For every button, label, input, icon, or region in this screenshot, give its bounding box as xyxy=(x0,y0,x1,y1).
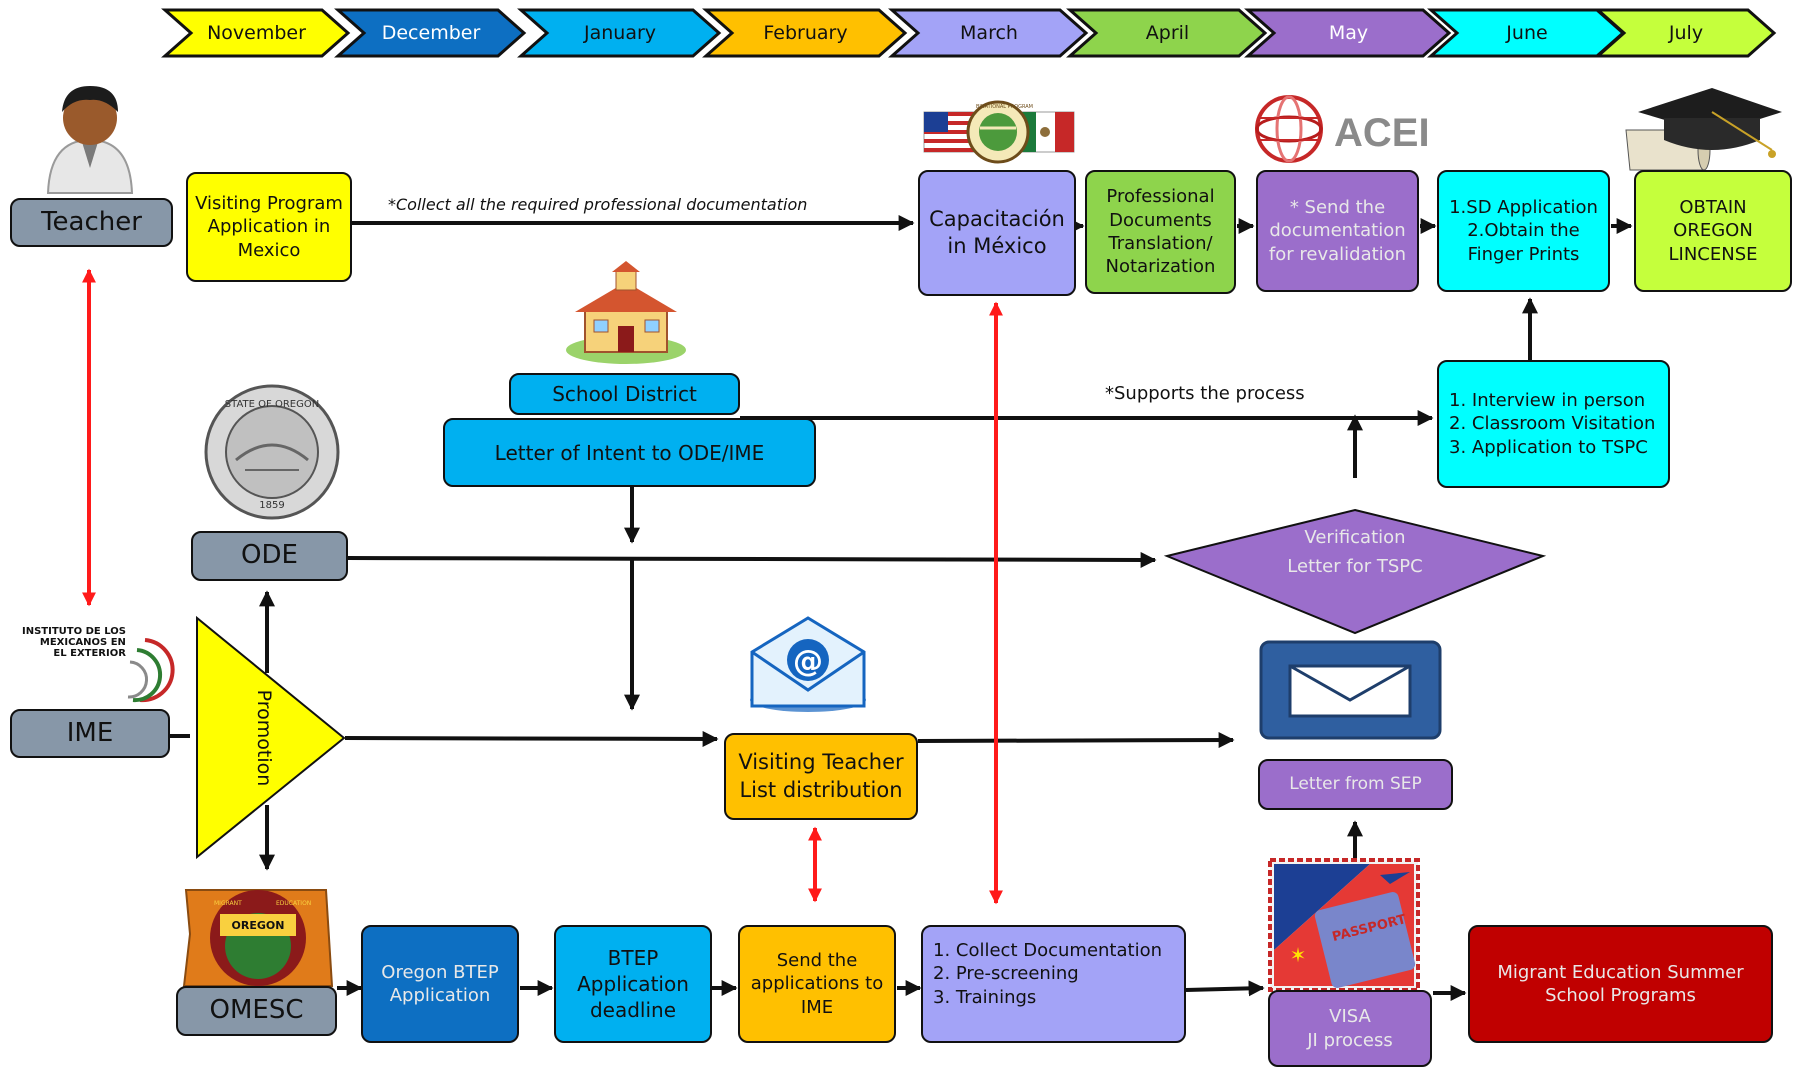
connector-ode-verification xyxy=(347,551,1157,568)
omesc-logo-icon: OREGON MIGRANT EDUCATION xyxy=(182,889,334,987)
ode-seal-text: STATE OF OREGON xyxy=(225,399,319,410)
month-chevron xyxy=(1066,8,1268,58)
ode-seal-icon: STATE OF OREGON 1859 xyxy=(204,384,340,520)
month-july: July xyxy=(1598,10,1774,56)
acei-logo-text: ACEI xyxy=(1334,111,1430,155)
month-april: April xyxy=(1070,10,1265,56)
month-june: June xyxy=(1431,10,1623,56)
person-icon xyxy=(46,86,134,194)
month-chevron xyxy=(1244,8,1452,58)
oregon-btep-node: Oregon BTEP Application xyxy=(361,925,519,1043)
send-applications-node: Send the applications to IME xyxy=(738,925,896,1043)
svg-text:✶: ✶ xyxy=(1290,943,1307,967)
month-november: November xyxy=(165,10,348,56)
ime-logo-icon xyxy=(127,638,175,703)
binational-flags-icon xyxy=(923,100,1075,164)
month-label: July xyxy=(1668,22,1704,44)
schoolhouse-icon xyxy=(566,261,686,364)
promotion-triangle xyxy=(196,615,346,860)
school-district-label: School District xyxy=(509,373,740,415)
month-label: January xyxy=(583,22,657,44)
sd-application-node: 1.SD Application 2.Obtain the Finger Pri… xyxy=(1437,170,1610,292)
btep-deadline-node: BTEP Application deadline xyxy=(554,925,712,1043)
passport-icon: PASSPORT ✶ xyxy=(1268,858,1420,992)
send-documentation-node: * Send the documentation for revalidatio… xyxy=(1256,170,1419,292)
month-march: March xyxy=(892,10,1086,56)
month-chevron xyxy=(888,8,1089,58)
month-chevron xyxy=(517,8,722,58)
ime-logo-text: INSTITUTO DE LOS MEXICANOS EN EL EXTERIO… xyxy=(22,626,126,659)
letter-of-intent-node: Letter of Intent to ODE/IME xyxy=(443,418,816,487)
month-february: February xyxy=(706,10,905,56)
promotion-label: Promotion xyxy=(253,689,275,787)
omesc-label: OMESC xyxy=(176,986,337,1036)
connector-collect-visa xyxy=(1185,980,1265,997)
ode-seal-year: 1859 xyxy=(259,500,284,511)
interview-node: 1. Interview in person 2. Classroom Visi… xyxy=(1437,360,1670,488)
month-label: November xyxy=(207,22,306,44)
month-label: May xyxy=(1328,22,1369,44)
collect-note: *Collect all the required professional d… xyxy=(388,195,808,214)
month-january: January xyxy=(521,10,719,56)
envelope-icon xyxy=(1259,640,1442,740)
graduation-cap-icon xyxy=(1625,88,1782,171)
month-label: December xyxy=(381,22,481,44)
acei-logo-icon: ACEI xyxy=(1255,95,1430,163)
month-chevron xyxy=(334,8,527,58)
month-may: May xyxy=(1248,10,1449,56)
connector-ime-list xyxy=(344,730,719,747)
migrant-summer-node: Migrant Education Summer School Programs xyxy=(1468,925,1773,1043)
visiting-teacher-list-node: Visiting Teacher List distribution xyxy=(724,733,918,820)
month-december: December xyxy=(338,10,524,56)
svg-text:@: @ xyxy=(793,644,823,679)
omesc-ring-right-text: EDUCATION xyxy=(276,900,311,907)
verification-diamond xyxy=(1163,508,1547,635)
ode-label: ODE xyxy=(191,531,348,581)
collect-documentation-node: 1. Collect Documentation 2. Pre-screenin… xyxy=(921,925,1186,1043)
month-label: April xyxy=(1145,22,1190,44)
month-label: March xyxy=(960,22,1018,44)
month-chevron xyxy=(1594,8,1777,58)
month-chevron xyxy=(161,8,351,58)
ime-label: IME xyxy=(10,709,170,758)
translation-node: Professional Documents Translation/ Nota… xyxy=(1085,170,1236,294)
omesc-logo-text: OREGON xyxy=(232,919,285,932)
supports-note: *Supports the process xyxy=(1105,383,1305,404)
month-chevron xyxy=(702,8,908,58)
binational-logo-text: BINATIONAL PROGRAM xyxy=(976,104,1033,110)
teacher-label: Teacher xyxy=(10,198,173,247)
visa-node: VISA JI process xyxy=(1268,990,1432,1067)
capacitacion-node: Capacitación in México xyxy=(918,170,1076,296)
omesc-ring-left-text: MIGRANT xyxy=(214,900,242,907)
month-label: February xyxy=(763,22,848,44)
timeline-bar xyxy=(161,8,1777,58)
email-at-icon: @ xyxy=(750,616,866,712)
letter-from-sep-node: Letter from SEP xyxy=(1258,759,1453,810)
month-label: June xyxy=(1506,22,1548,44)
connector-list-sep xyxy=(917,732,1235,749)
obtain-license-node: OBTAIN OREGON LINCENSE xyxy=(1634,170,1792,292)
visiting-program-node: Visiting Program Application in Mexico xyxy=(186,172,352,282)
verification-node: Verification Letter for TSPC xyxy=(1287,527,1423,577)
